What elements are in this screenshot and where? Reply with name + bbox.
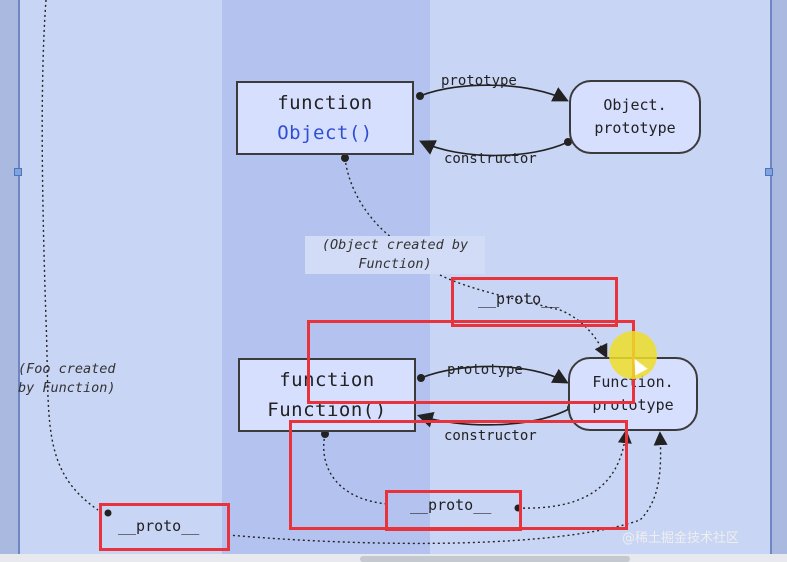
right-margin bbox=[772, 0, 787, 562]
node-function-object-name: Object() bbox=[277, 122, 373, 144]
prototype-edge-object bbox=[416, 84, 569, 102]
node-object-prototype-line1: Object. bbox=[603, 96, 667, 114]
label-constructor-mid: constructor bbox=[444, 428, 537, 444]
highlight-box-prototype-function bbox=[307, 320, 635, 404]
node-function-object-keyword: function bbox=[277, 92, 373, 114]
note-foo-created-line2: by Function) bbox=[18, 380, 116, 396]
note-foo-created-line1: (Foo created bbox=[18, 361, 116, 377]
proto-edge-foo bbox=[41, 0, 668, 545]
label-proto-object: __proto__ bbox=[478, 290, 560, 308]
node-function-function-keyword: function bbox=[279, 369, 375, 391]
label-proto-foo: __proto__ bbox=[118, 517, 200, 535]
proto-edge-object-to-function-prototype bbox=[341, 154, 608, 359]
frame-right-border bbox=[770, 0, 772, 556]
highlight-box-proto-foo bbox=[99, 503, 230, 551]
label-proto-function: __proto__ bbox=[410, 496, 492, 514]
label-prototype-top: prototype bbox=[441, 73, 517, 89]
highlight-box-proto-object bbox=[451, 277, 618, 327]
label-constructor-top: constructor bbox=[444, 151, 537, 167]
highlight-box-proto-function bbox=[385, 490, 522, 531]
node-function-object: function Object() bbox=[236, 81, 414, 155]
label-prototype-mid: prototype bbox=[447, 362, 523, 378]
scrollbar-thumb[interactable] bbox=[360, 556, 630, 562]
node-function-function-name: Function() bbox=[267, 399, 387, 421]
note-object-created: (Object created by Function) bbox=[305, 236, 485, 274]
left-margin bbox=[0, 0, 18, 562]
node-function-function: function Function() bbox=[238, 358, 416, 432]
frame-left-border bbox=[18, 0, 20, 556]
node-function-prototype-line2: prototype bbox=[592, 396, 674, 414]
node-object-prototype: Object. prototype bbox=[569, 80, 701, 154]
prototype-edge-function bbox=[417, 365, 569, 384]
note-object-created-line1: (Object created by bbox=[321, 237, 469, 253]
note-foo-created: (Foo created by Function) bbox=[18, 360, 142, 398]
node-object-prototype-line2: prototype bbox=[594, 119, 676, 137]
watermark: @稀土掘金技术社区 bbox=[622, 531, 740, 546]
resize-handle-right[interactable] bbox=[765, 168, 773, 176]
note-object-created-line2: Function) bbox=[358, 256, 432, 272]
cursor-highlight bbox=[609, 331, 657, 379]
resize-handle-left[interactable] bbox=[14, 168, 22, 176]
